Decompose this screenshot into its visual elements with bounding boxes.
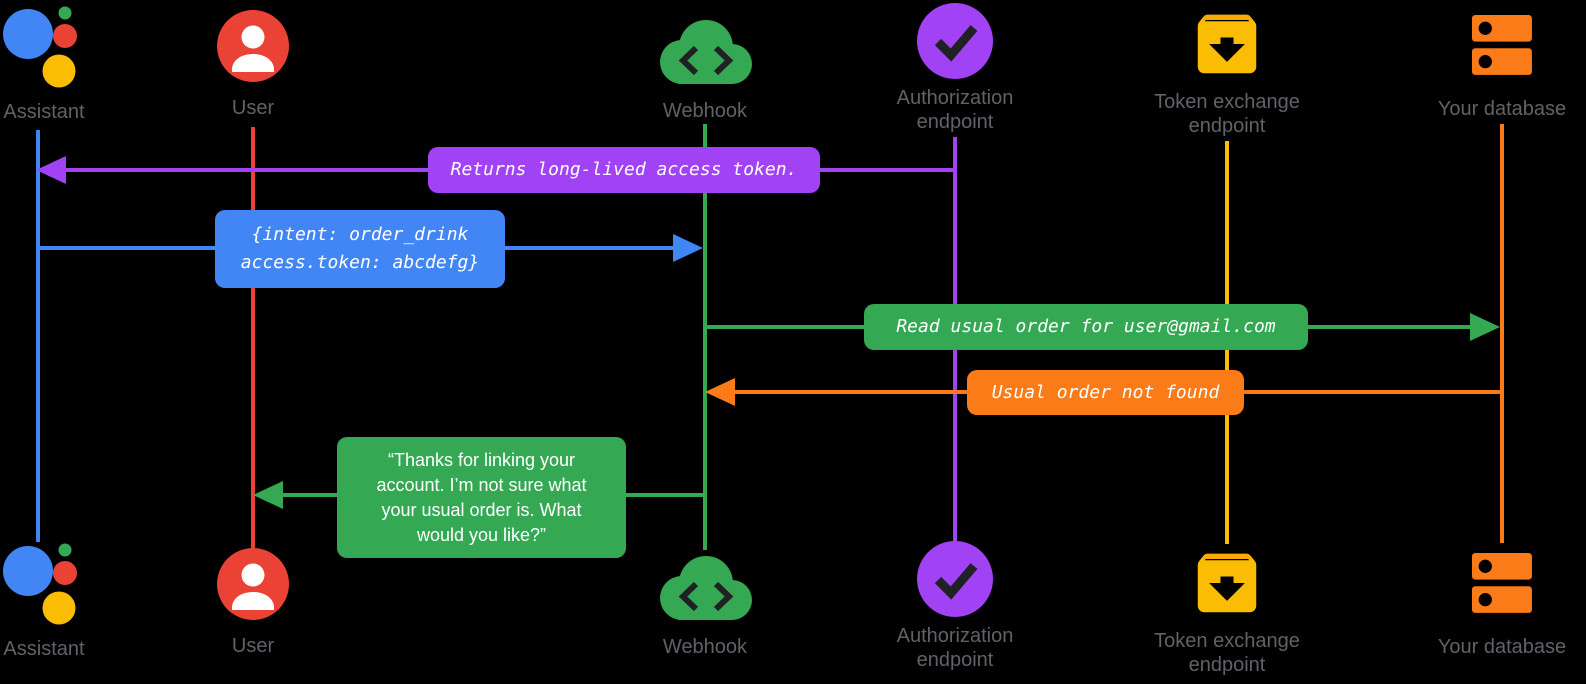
- message-read-order: Read usual order for user@gmail.com: [864, 304, 1308, 350]
- actor-label-authorization: Authorization endpoint: [897, 86, 1014, 134]
- arrow-thanks-head: [253, 481, 283, 509]
- actor-label-user: User: [231, 635, 275, 657]
- actor-label-token-exchange-line2: endpoint: [1188, 654, 1266, 676]
- message-intent-line2: access.token: abcdefg}: [240, 252, 480, 273]
- actor-label-authorization-line1: Authorization: [896, 87, 1014, 109]
- actor-label-user: User: [231, 97, 275, 119]
- actor-label-database: Your database: [1437, 98, 1567, 120]
- actor-database-top: Your database: [1427, 5, 1577, 121]
- arrow-read-order-head: [1470, 313, 1500, 341]
- authorization-check-icon: [917, 541, 993, 617]
- google-assistant-icon: [3, 6, 77, 88]
- actor-database-bottom: Your database: [1427, 543, 1577, 659]
- message-returns-token-text: Returns long-lived access token.: [450, 159, 798, 180]
- actor-webhook-top: Webhook: [640, 14, 770, 123]
- message-thanks: “Thanks for linking your account. I’m no…: [337, 437, 626, 558]
- actor-label-authorization-line2: endpoint: [916, 111, 994, 133]
- arrow-returns-token-head: [36, 156, 66, 184]
- arrow-not-found-head: [705, 378, 735, 406]
- token-exchange-archive-icon: [1197, 14, 1257, 74]
- actor-label-webhook: Webhook: [662, 636, 748, 658]
- database-lifeline: [1500, 124, 1504, 543]
- message-intent-line1: {intent: order_drink: [251, 224, 469, 245]
- actor-label-token-exchange-line1: Token exchange: [1154, 630, 1300, 652]
- actor-user-top: User: [198, 10, 308, 120]
- message-thanks-line2: account. I’m not sure what: [376, 474, 587, 495]
- database-icon: [1471, 552, 1532, 613]
- actor-label-assistant: Assistant: [3, 638, 85, 660]
- actor-label-authorization-line1: Authorization: [896, 625, 1014, 647]
- user-lifeline: [251, 127, 255, 548]
- actor-label-token-exchange-line2: endpoint: [1188, 115, 1266, 137]
- message-not-found: Usual order not found: [967, 370, 1244, 415]
- actor-webhook-bottom: Webhook: [640, 550, 770, 659]
- user-icon: [217, 548, 289, 620]
- actor-label-authorization: Authorization endpoint: [897, 624, 1014, 672]
- google-assistant-icon: [3, 543, 77, 625]
- actor-assistant-bottom: Assistant: [0, 542, 90, 661]
- actor-label-authorization-line2: endpoint: [916, 649, 994, 671]
- actor-label-webhook: Webhook: [662, 100, 748, 122]
- message-returns-token: Returns long-lived access token.: [428, 147, 820, 193]
- actor-label-database: Your database: [1437, 636, 1567, 658]
- actor-authorization-top: Authorization endpoint: [875, 3, 1035, 134]
- actor-authorization-bottom: Authorization endpoint: [875, 541, 1035, 672]
- actor-assistant-top: Assistant: [0, 5, 90, 124]
- actor-label-token-exchange: Token exchange endpoint: [1154, 90, 1300, 138]
- message-thanks-line1: “Thanks for linking your: [387, 449, 576, 470]
- actor-label-token-exchange-line1: Token exchange: [1154, 91, 1300, 113]
- actor-label-assistant: Assistant: [3, 101, 85, 123]
- actor-user-bottom: User: [198, 548, 308, 658]
- arrow-intent-head: [673, 234, 703, 262]
- webhook-cloud-icon: [660, 556, 752, 620]
- message-thanks-line3: your usual order is. What: [381, 499, 582, 520]
- message-intent: {intent: order_drink access.token: abcde…: [215, 210, 505, 288]
- assistant-lifeline: [36, 130, 40, 542]
- message-read-order-text: Read usual order for user@gmail.com: [896, 316, 1276, 337]
- actor-label-token-exchange: Token exchange endpoint: [1154, 629, 1300, 677]
- authorization-check-icon: [917, 3, 993, 79]
- database-icon: [1471, 14, 1532, 75]
- actor-token-exchange-top: Token exchange endpoint: [1142, 5, 1312, 138]
- token-exchange-archive-icon: [1197, 553, 1257, 613]
- webhook-cloud-icon: [660, 20, 752, 84]
- message-not-found-text: Usual order not found: [991, 381, 1220, 403]
- webhook-lifeline: [703, 124, 707, 550]
- message-thanks-line4: would you like?”: [416, 524, 547, 545]
- actor-token-exchange-bottom: Token exchange endpoint: [1142, 544, 1312, 677]
- user-icon: [217, 10, 289, 82]
